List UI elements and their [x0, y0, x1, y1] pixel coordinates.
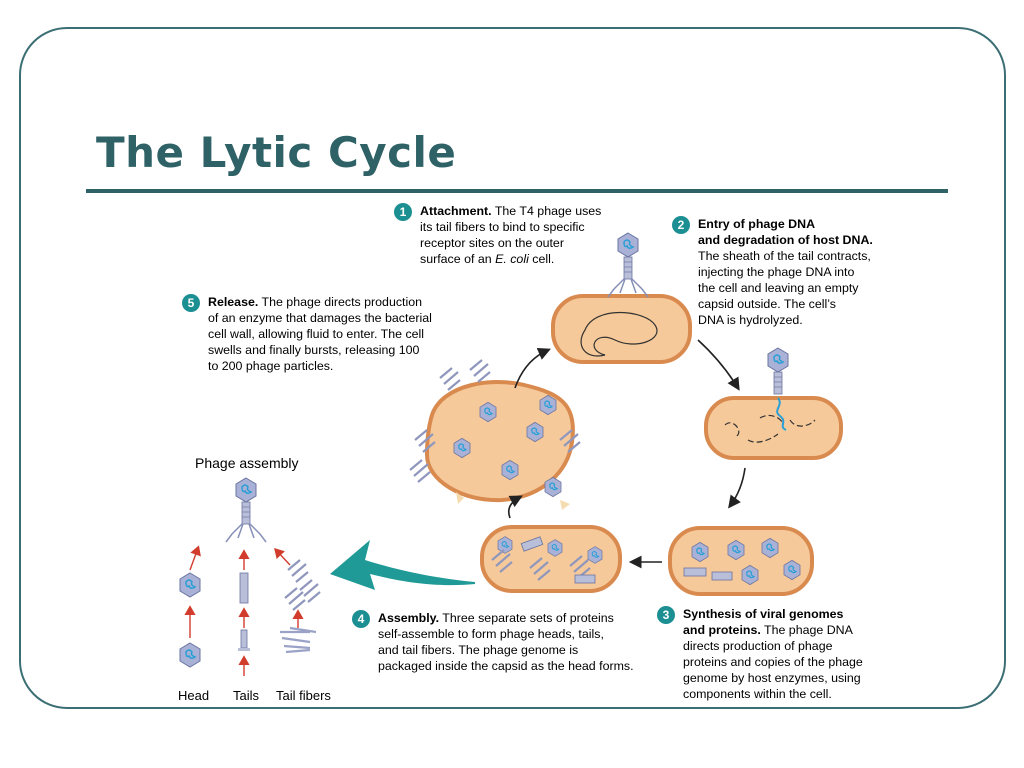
- step-heading: Entry of phage DNA: [698, 217, 816, 231]
- step-number-badge: 1: [394, 203, 412, 221]
- step-text: directs production of phage: [683, 639, 833, 653]
- step-text: DNA is hydrolyzed.: [698, 313, 803, 327]
- step-text: and tail fibers. The phage genome is: [378, 643, 579, 657]
- cell-entry: [704, 347, 843, 460]
- step-text: cell.: [528, 252, 555, 266]
- step-number-badge: 4: [352, 610, 370, 628]
- step-text: self-assemble to form phage heads, tails…: [378, 627, 604, 641]
- step-text: The T4 phage uses: [491, 204, 602, 218]
- step-text: capsid outside. The cell’s: [698, 297, 836, 311]
- step-text: proteins and copies of the phage: [683, 655, 863, 669]
- title-underline: [86, 189, 948, 193]
- step-text: surface of an: [420, 252, 496, 266]
- step-text: the cell and leaving an empty: [698, 281, 859, 295]
- cell-synthesis: [668, 526, 814, 596]
- step-heading: Release.: [208, 295, 259, 309]
- phage-assembly-title: Phage assembly: [195, 455, 299, 471]
- step-text: The phage DNA: [760, 623, 853, 637]
- step-heading: and proteins.: [683, 623, 761, 637]
- cell-attachment: [551, 233, 692, 364]
- step-text: Three separate sets of proteins: [439, 611, 614, 625]
- step-heading: Synthesis of viral genomes: [683, 607, 844, 621]
- step-number-badge: 2: [672, 216, 690, 234]
- step-text: to 200 phage particles.: [208, 359, 334, 373]
- step-number-badge: 5: [182, 294, 200, 312]
- step-heading: Assembly.: [378, 611, 440, 625]
- slide-title: The Lytic Cycle: [96, 128, 457, 177]
- step-assembly: 4 Assembly. Three separate sets of prote…: [352, 610, 634, 674]
- step-attachment: 1 Attachment. The T4 phage uses its tail…: [394, 203, 602, 267]
- label-head: Head: [178, 688, 210, 703]
- step-text: genome by host enzymes, using: [683, 671, 861, 685]
- step-text: injecting the phage DNA into: [698, 265, 855, 279]
- phage-assembly-illustration: [179, 478, 322, 676]
- step-text: packaged inside the capsid as the head f…: [378, 659, 634, 673]
- label-tail-fibers: Tail fibers: [276, 688, 331, 703]
- step-entry: 2 Entry of phage DNA and degradation of …: [672, 216, 873, 328]
- step-text: The phage directs production: [258, 295, 423, 309]
- assembly-arrow: [330, 540, 475, 590]
- step-heading: Attachment.: [420, 204, 492, 218]
- step-text: receptor sites on the outer: [420, 236, 564, 250]
- cell-release: [408, 358, 582, 510]
- step-release: 5 Release. The phage directs production …: [182, 294, 432, 374]
- step-text: swells and finally bursts, releasing 100: [208, 343, 420, 357]
- step-synthesis: 3 Synthesis of viral genomes and protein…: [657, 606, 863, 702]
- step-number-badge: 3: [657, 606, 675, 624]
- species-name: E. coli: [495, 252, 529, 266]
- slide-frame: [19, 27, 1006, 709]
- step-text: components within the cell.: [683, 687, 832, 701]
- cell-assembly: [480, 525, 622, 593]
- label-tails: Tails: [233, 688, 260, 703]
- cycle-arrows: [507, 339, 746, 569]
- step-text: The sheath of the tail contracts,: [698, 249, 871, 263]
- step-heading: and degradation of host DNA.: [698, 233, 873, 247]
- step-text: its tail fibers to bind to specific: [420, 220, 585, 234]
- step-text: cell wall, allowing fluid to enter. The …: [208, 327, 425, 341]
- step-text: of an enzyme that damages the bacterial: [208, 311, 432, 325]
